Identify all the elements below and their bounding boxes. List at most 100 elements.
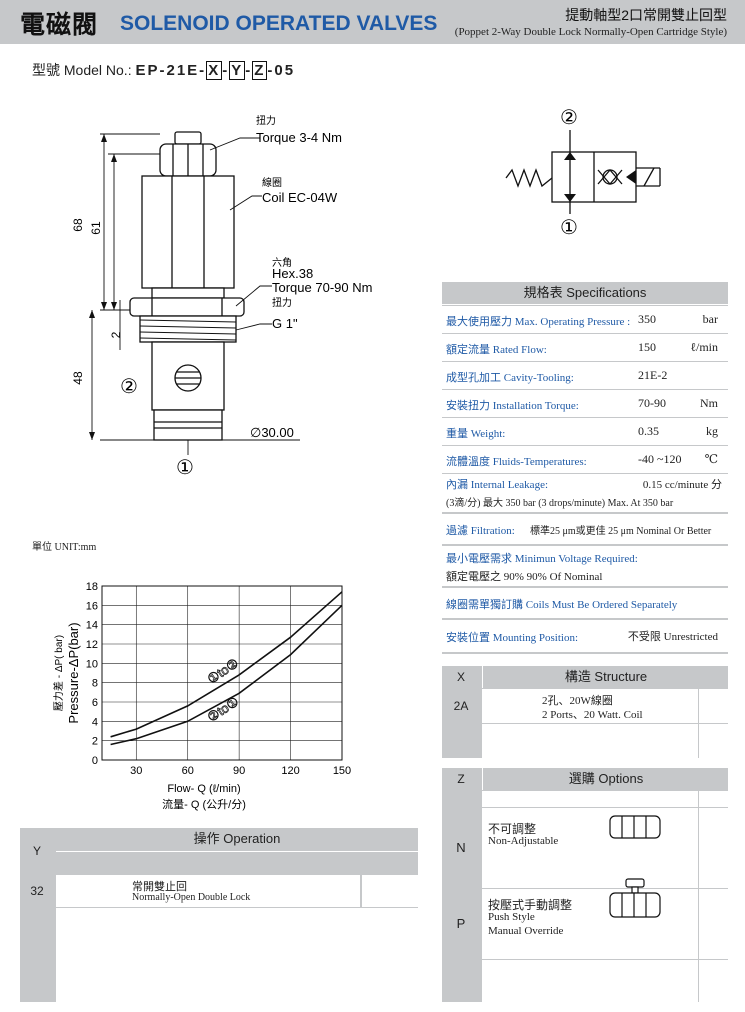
option-n: 不可調整 Non-Adjustable (482, 808, 698, 888)
y-axis-label: Pressure-ΔP(bar) (66, 622, 81, 723)
y-tick-label: 4 (92, 716, 98, 728)
option-p-en2: Manual Override (488, 925, 564, 937)
check-ball (602, 169, 618, 185)
spec-key: 額定流量 Rated Flow: (446, 344, 547, 356)
subtitle-cn: 提動軸型2口常開雙止回型 (565, 7, 727, 23)
hex-label: Hex.38 (272, 266, 313, 281)
y-tick-label: 2 (92, 736, 98, 748)
model-sep-1: - (222, 62, 230, 79)
y-tick-label: 14 (86, 620, 98, 632)
drawing-port-1: ① (176, 457, 194, 479)
hex-cn: 六角 (272, 257, 292, 269)
coil-order: 線圈需單獨訂購 Coils Must Be Ordered Separately (446, 599, 678, 611)
spec-key: 成型孔加工 Cavity-Tooling: (446, 372, 574, 384)
model-x: X (206, 61, 223, 80)
spec-title: 規格表 Specifications (442, 282, 728, 305)
coil-label: Coil EC-04W (262, 190, 338, 205)
series-label-2: ②to① (205, 694, 242, 725)
spec-value: 0.35 (638, 424, 659, 438)
non-adjustable-icon (609, 815, 661, 839)
coil-cn: 線圈 (262, 176, 282, 189)
structure-table: X 構造 Structure 2A 2孔、20W線圈 2 Ports、20 Wa… (442, 666, 728, 758)
model-prefix: EP-21E- (135, 62, 207, 79)
spec-unit: Nm (700, 396, 718, 410)
x-axis-label-cn: 流量- Q (公升/分) (162, 797, 246, 811)
spec-key: 重量 Weight: (446, 428, 506, 440)
operation-cn: 常開雙止回 (132, 881, 187, 893)
spec-value: 70-90 (638, 396, 666, 410)
cartridge-tip (153, 409, 223, 441)
spec-min-voltage: 最小電壓需求 Minimun Voltage Required: 額定電壓之 9… (442, 546, 728, 586)
spec-unit: bar (702, 312, 718, 326)
torque-cn: 扭力 (256, 114, 276, 127)
y-tick-label: 16 (86, 600, 98, 612)
title-en: SOLENOID OPERATED VALVES (120, 12, 438, 35)
leak-key: 內漏 Internal Leakage: (446, 479, 549, 491)
x-tick-label: 90 (233, 765, 245, 777)
options-table: Z 選購 Options N 不可調整 Non-Adjustable P 按壓式… (442, 768, 728, 1002)
model-y: Y (229, 61, 246, 80)
options-head-code: Z (457, 772, 465, 786)
spec-unit: kg (706, 424, 718, 438)
operation-desc: 常開雙止回 Normally-Open Double Lock (56, 875, 360, 907)
series-label-1: ①to② (205, 655, 242, 686)
spec-value: 150 (638, 340, 656, 354)
spec-row: 成型孔加工 Cavity-Tooling:21E-2 (442, 362, 728, 389)
spec-row: 額定流量 Rated Flow: 150 ℓ/min (442, 334, 728, 361)
push-override-icon (609, 878, 661, 918)
spec-unit: ℃ (704, 452, 718, 466)
spec-leakage: 內漏 Internal Leakage: 0.15 cc/minute 分 (3… (442, 474, 728, 512)
options-title: 選購 Options (482, 768, 729, 790)
option-p-en1: Push Style (488, 911, 535, 923)
model-number: 型號 Model No.: EP-21E-X-Y-Z-05 (32, 60, 295, 80)
plot-frame (101, 585, 343, 761)
operation-table: Y 操作 Operation 32 常開雙止回 Normally-Open Do… (20, 828, 418, 1002)
symbol-port-2: ② (560, 107, 578, 129)
unit-label: 單位 UNIT:mm (32, 542, 97, 553)
spec-coil-order: 線圈需單獨訂購 Coils Must Be Ordered Separately (442, 588, 728, 618)
valve-drawing: 68 61 2 48 扭力 Torque 3-4 Nm 線圈 Coil EC-0… (71, 114, 372, 479)
y-tick-label: 18 (86, 581, 98, 593)
series-line-2 (110, 604, 343, 746)
x-tick-label: 120 (281, 765, 299, 777)
y-tick-label: 8 (92, 678, 98, 690)
y-axis-label-cn: 壓力差 - ΔP( bar) (52, 635, 65, 711)
spec-value: 350 (638, 312, 656, 326)
y-tick-label: 6 (92, 697, 98, 709)
title-cn: 電磁閥 (20, 11, 99, 39)
torque-label: Torque 3-4 Nm (256, 130, 342, 145)
minv-value: 額定電壓之 90% 90% Of Nominal (446, 571, 603, 583)
drawing-port-2: ② (120, 376, 138, 398)
spec-row: 重量 Weight: 0.35 kg (442, 418, 728, 445)
option-n-en: Non-Adjustable (488, 835, 559, 847)
thread-label: G 1" (272, 316, 298, 331)
option-p-code: P (456, 916, 466, 931)
spec-unit: ℓ/min (690, 340, 718, 354)
filt-key: 過濾 Filtration: (446, 525, 515, 537)
spec-row: 流體溫度 Fluids-Temperatures: -40 ~120 ℃ (442, 446, 728, 473)
x-tick-label: 30 (130, 765, 142, 777)
spec-key: 安裝扭力 Installation Torque: (446, 400, 579, 412)
pressure-flow-chart: 壓力差 - ΔP( bar) Pressure-ΔP(bar) Flow- Q … (52, 581, 351, 811)
option-n-code: N (456, 840, 466, 855)
spring-symbol (505, 168, 553, 188)
dim-2: 2 (109, 331, 123, 338)
series-line-1 (110, 591, 343, 738)
symbol-port-1: ① (560, 217, 578, 239)
x-tick-label: 150 (333, 765, 351, 777)
option-n-cn: 不可調整 (488, 822, 537, 836)
structure-code: 2A (453, 699, 469, 713)
minv-key: 最小電壓需求 Minimun Voltage Required: (446, 553, 638, 565)
spec-row: 安裝扭力 Installation Torque: 70-90 Nm (442, 390, 728, 417)
spec-key: 流體溫度 Fluids-Temperatures: (446, 456, 587, 468)
x-axis-label: Flow- Q (ℓ/min) (167, 783, 240, 795)
mount-key: 安裝位置 Mounting Position: (446, 632, 579, 644)
option-p-cn: 按壓式手動調整 (488, 898, 573, 912)
model-label: 型號 Model No.: (32, 62, 132, 78)
subtitle-en: (Poppet 2-Way Double Lock Normally-Open … (454, 26, 727, 38)
spec-mounting: 安裝位置 Mounting Position: 不受限 Unrestricted (442, 620, 728, 652)
spec-value: -40 ~120 (638, 452, 682, 466)
leak-value: 0.15 cc/minute 分 (642, 479, 722, 491)
mount-value: 不受限 Unrestricted (627, 631, 718, 643)
